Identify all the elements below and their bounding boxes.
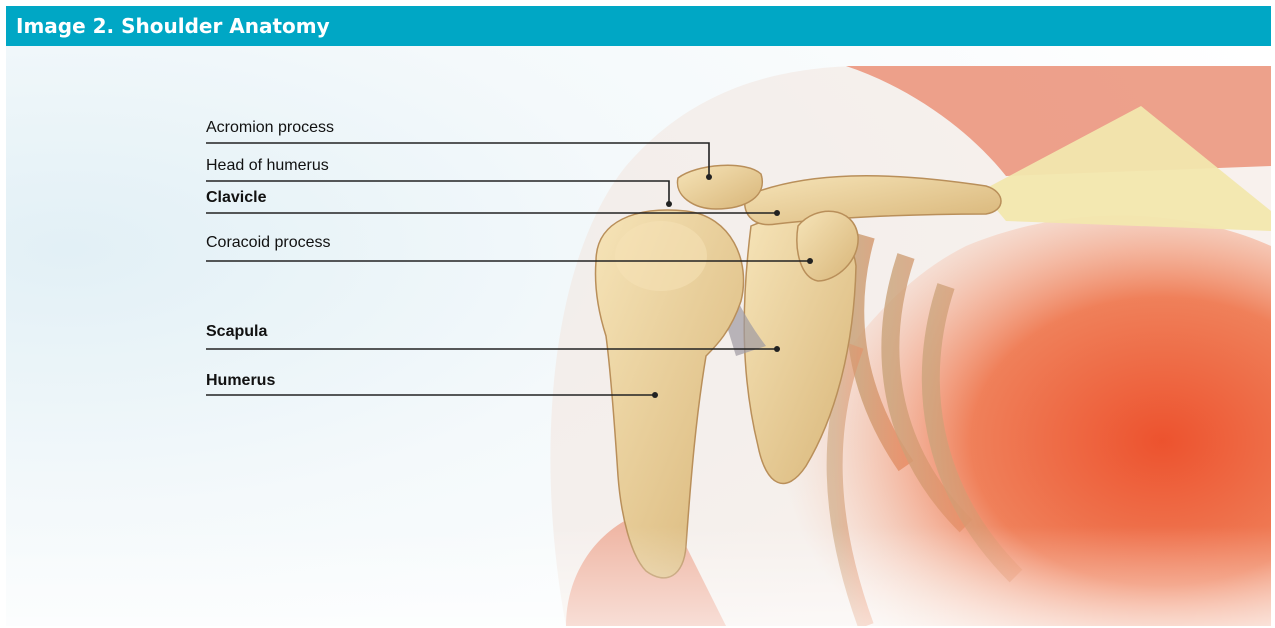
dot-scapula: [774, 346, 780, 352]
humeral-head-highlight: [615, 221, 707, 291]
shoulder-illustration: [6, 46, 1271, 626]
label-humerus: Humerus: [206, 372, 275, 390]
bottom-fade: [6, 526, 1271, 626]
label-head-of-humerus: Head of humerus: [206, 157, 329, 175]
label-acromion-process: Acromion process: [206, 119, 334, 137]
dot-clavicle: [774, 210, 780, 216]
figure-frame: Image 2. Shoulder Anatomy: [6, 6, 1271, 626]
dot-coracoid: [807, 258, 813, 264]
label-scapula: Scapula: [206, 323, 267, 341]
label-clavicle: Clavicle: [206, 189, 266, 207]
dot-acromion: [706, 174, 712, 180]
figure-header: Image 2. Shoulder Anatomy: [6, 6, 1271, 46]
figure-title: Image 2. Shoulder Anatomy: [16, 14, 330, 38]
dot-humerus: [652, 392, 658, 398]
label-coracoid-process: Coracoid process: [206, 234, 331, 252]
dot-head: [666, 201, 672, 207]
